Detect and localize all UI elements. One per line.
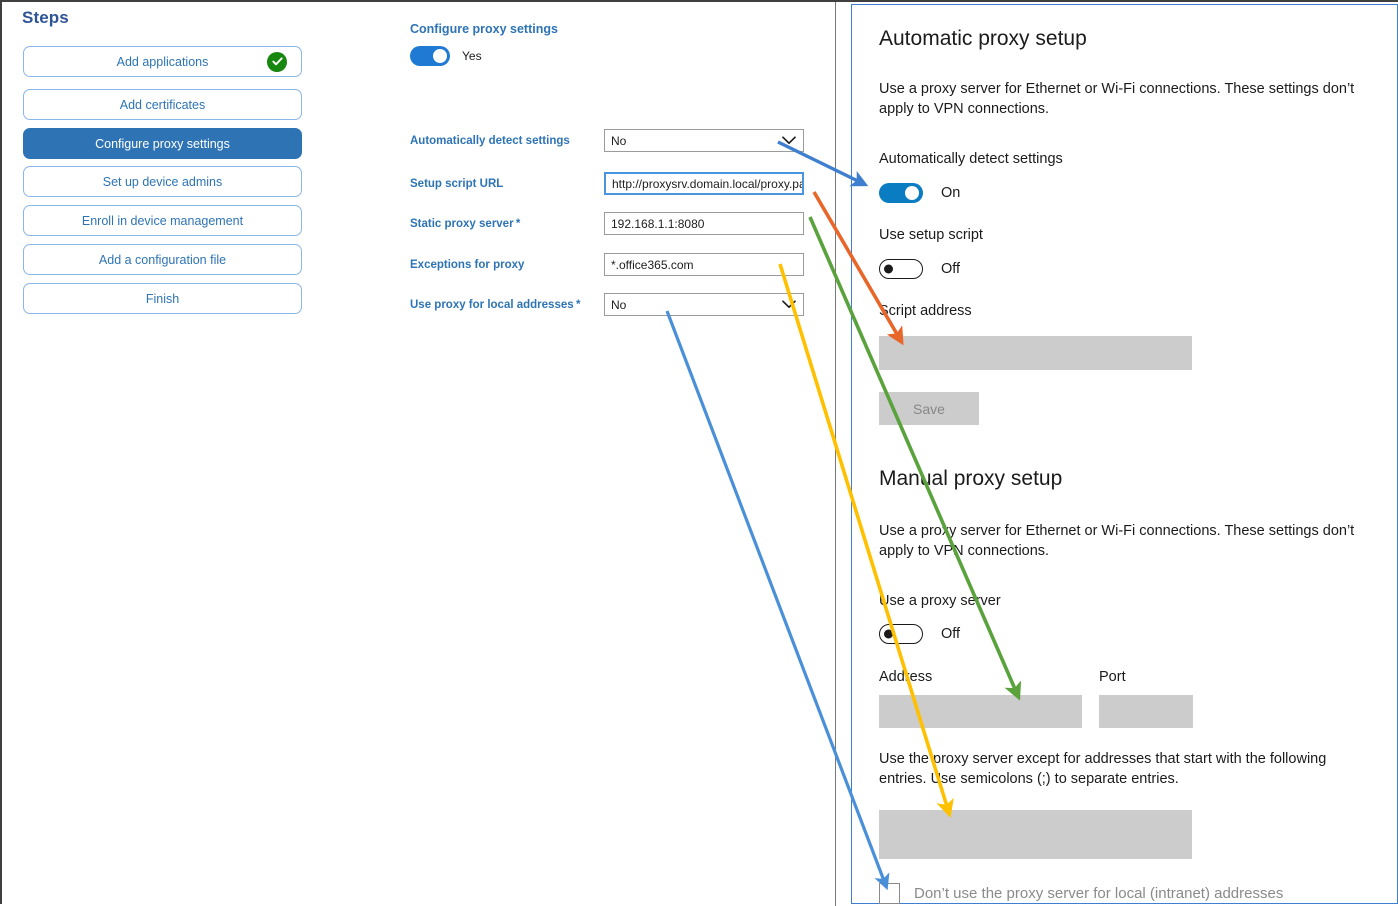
exceptions-input[interactable] [879, 810, 1192, 859]
field-label-static-proxy-server: Static proxy server * [410, 218, 521, 230]
step-label: Add a configuration file [98, 252, 227, 267]
select-value: No [611, 133, 627, 148]
checkbox-unchecked-icon[interactable] [879, 883, 900, 904]
manual-proxy-setup-heading: Manual proxy setup [879, 467, 1063, 490]
input-value: *.office365.com [611, 257, 694, 272]
chevron-down-icon[interactable] [782, 298, 796, 312]
toggle-switch-off-icon[interactable] [879, 624, 923, 644]
script-address-input[interactable] [879, 336, 1192, 370]
use-a-proxy-server-toggle[interactable]: Off [879, 624, 960, 644]
configure-proxy-settings-toggle[interactable]: Yes [410, 46, 482, 66]
port-input[interactable] [1099, 695, 1193, 728]
toggle-value-label: Yes [462, 49, 482, 63]
save-button[interactable]: Save [879, 392, 979, 425]
field-label-setup-script-url: Setup script URL [410, 178, 504, 190]
form-heading: Configure proxy settings [410, 22, 558, 36]
exceptions-description: Use the proxy server except for addresse… [879, 751, 1327, 787]
step-label: Add certificates [119, 97, 206, 112]
field-label-use-proxy-for-local-addresses: Use proxy for local addresses * [410, 299, 581, 311]
step-label: Finish [145, 291, 180, 306]
field-label-automatically-detect-settings: Automatically detect settings [410, 135, 570, 147]
required-marker: * [513, 218, 521, 230]
select-value: No [611, 297, 627, 312]
use-setup-script-label: Use setup script [879, 227, 983, 243]
use-setup-script-toggle[interactable]: Off [879, 259, 960, 279]
select-use-proxy-for-local-addresses[interactable]: No [604, 293, 804, 316]
field-label-exceptions-for-proxy: Exceptions for proxy [410, 259, 525, 271]
step-label: Configure proxy settings [95, 136, 230, 151]
windows-settings-panel: Automatic proxy setup Use a proxy server… [851, 4, 1398, 904]
address-input[interactable] [879, 695, 1082, 728]
step-item-add-a-configuration-file[interactable]: Add a configuration file [23, 244, 302, 275]
input-value: 192.168.1.1:8080 [611, 216, 705, 231]
manual-proxy-description: Use a proxy server for Ethernet or Wi-Fi… [879, 523, 1355, 559]
steps-panel: Steps Add applications Add certificates … [2, 2, 332, 906]
input-value: http://proxysrv.domain.local/proxy.pa [612, 176, 804, 191]
input-static-proxy-server[interactable]: 192.168.1.1:8080 [604, 212, 804, 235]
required-marker: * [573, 299, 581, 311]
step-item-add-applications[interactable]: Add applications [23, 46, 302, 77]
address-label: Address [879, 669, 933, 685]
automatically-detect-settings-toggle[interactable]: On [879, 183, 960, 203]
input-exceptions-for-proxy[interactable]: *.office365.com [604, 253, 804, 276]
toggle-switch-icon[interactable] [410, 46, 450, 66]
step-label: Add applications [116, 54, 209, 69]
local-addresses-checkbox-label: Don’t use the proxy server for local (in… [914, 885, 1284, 902]
script-address-label: Script address [879, 303, 972, 319]
step-item-enroll-in-device-management[interactable]: Enroll in device management [23, 205, 302, 236]
toggle-switch-off-icon[interactable] [879, 259, 923, 279]
automatic-proxy-description: Use a proxy server for Ethernet or Wi-Fi… [879, 81, 1355, 117]
check-circle-icon [267, 51, 287, 72]
step-item-add-certificates[interactable]: Add certificates [23, 89, 302, 120]
step-label: Set up device admins [102, 174, 223, 189]
chevron-down-icon[interactable] [782, 134, 796, 148]
automatically-detect-settings-label: Automatically detect settings [879, 151, 1063, 167]
local-addresses-checkbox-row[interactable]: Don’t use the proxy server for local (in… [879, 883, 1283, 904]
step-item-finish[interactable]: Finish [23, 283, 302, 314]
port-label: Port [1099, 669, 1126, 685]
proxy-form-panel: Configure proxy settings Yes Automatical… [332, 2, 835, 906]
step-item-configure-proxy-settings[interactable]: Configure proxy settings [23, 128, 302, 159]
toggle-switch-on-icon[interactable] [879, 183, 923, 203]
input-setup-script-url[interactable]: http://proxysrv.domain.local/proxy.pa [604, 172, 804, 195]
toggle-state-label: Off [941, 626, 961, 642]
steps-title: Steps [22, 8, 69, 27]
toggle-state-label: On [941, 185, 961, 201]
toggle-state-label: Off [941, 261, 961, 277]
use-a-proxy-server-label: Use a proxy server [879, 593, 1001, 609]
automatic-proxy-setup-heading: Automatic proxy setup [879, 27, 1087, 50]
panel-divider [835, 2, 836, 906]
step-label: Enroll in device management [81, 213, 244, 228]
step-item-set-up-device-admins[interactable]: Set up device admins [23, 166, 302, 197]
select-automatically-detect-settings[interactable]: No [604, 129, 804, 152]
